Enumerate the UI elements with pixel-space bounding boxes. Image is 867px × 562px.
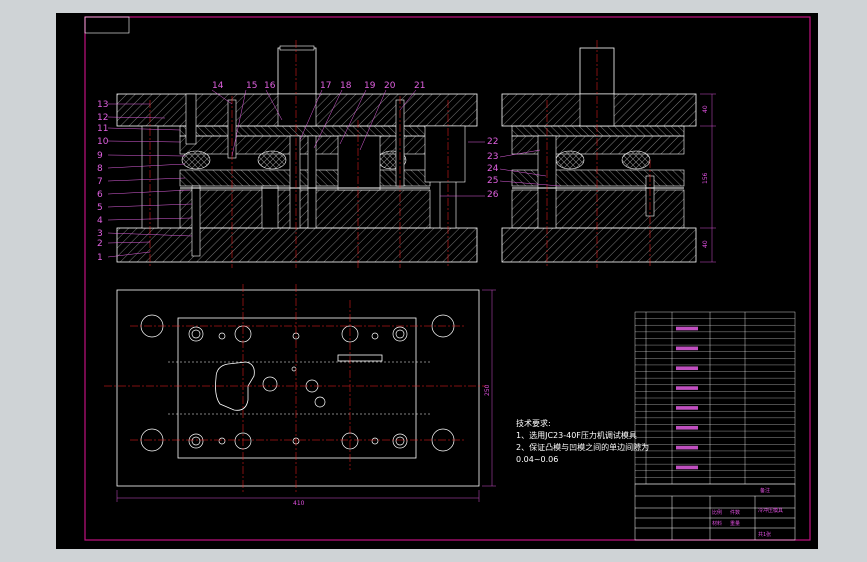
bom-cell-mark <box>676 346 698 351</box>
part-label: 3 <box>97 229 103 239</box>
front-section-view <box>116 40 478 268</box>
part-label: 12 <box>97 113 108 123</box>
side-section-view: 40 156 40 <box>501 40 716 268</box>
svg-text:技术要求:: 技术要求: <box>516 418 551 428</box>
svg-text:24: 24 <box>487 164 499 174</box>
svg-text:21: 21 <box>414 81 425 91</box>
frame-corner-box <box>84 16 130 34</box>
title-weight-label: 重量 <box>730 520 740 527</box>
svg-text:2、保证凸模与凹模之间的单边间隙为: 2、保证凸模与凹模之间的单边间隙为 <box>516 442 649 452</box>
dim-overall-height: 156 <box>702 172 709 184</box>
part-label: 7 <box>97 177 103 187</box>
svg-text:17: 17 <box>320 81 331 91</box>
dim-plan-width: 410 <box>293 500 305 507</box>
bom-cell-mark <box>676 406 698 410</box>
title-remark: 备注 <box>760 487 770 494</box>
part-label: 2 <box>97 239 103 249</box>
bom-cell-mark <box>676 425 698 430</box>
plan-view: 410 250 <box>104 284 496 507</box>
title-block <box>634 483 796 541</box>
bom-cell-mark <box>676 326 698 331</box>
svg-text:22: 22 <box>487 137 498 147</box>
bom-cell-mark <box>676 366 698 371</box>
part-label: 8 <box>97 164 103 174</box>
drawing-frame <box>84 16 811 541</box>
title-sheet: 共1张 <box>758 531 771 538</box>
dim-bottom-thickness: 40 <box>702 240 709 248</box>
bom-cell-mark <box>676 445 698 450</box>
part-label: 4 <box>97 216 103 226</box>
title-quantity-label: 件数 <box>730 509 740 516</box>
svg-text:15: 15 <box>246 81 257 91</box>
part-label: 10 <box>97 137 109 147</box>
part-label: 13 <box>97 100 108 110</box>
parts-list-rows <box>635 318 795 478</box>
dim-top-thickness: 40 <box>702 105 709 113</box>
svg-text:26: 26 <box>487 190 499 200</box>
svg-text:18: 18 <box>340 81 352 91</box>
part-labels-top: 14 15 16 17 18 19 20 21 <box>211 81 425 157</box>
part-label: 11 <box>97 124 108 134</box>
part-label: 5 <box>97 203 103 213</box>
svg-text:19: 19 <box>364 81 376 91</box>
part-labels-right: 22 23 24 25 26 <box>440 137 561 200</box>
title-drawing-name: 冷冲压模具 <box>758 507 783 514</box>
svg-text:23: 23 <box>487 152 498 162</box>
title-scale-label: 比例 <box>712 509 722 516</box>
bom-cell-mark <box>676 465 698 470</box>
svg-text:1、选用JC23-40F压力机调试模具: 1、选用JC23-40F压力机调试模具 <box>516 430 637 440</box>
part-label: 6 <box>97 190 103 200</box>
svg-text:0.04~0.06: 0.04~0.06 <box>516 455 558 464</box>
bom-cell-mark <box>676 386 698 390</box>
svg-text:25: 25 <box>487 176 498 186</box>
title-material-label: 材料 <box>712 520 722 527</box>
svg-text:14: 14 <box>212 81 224 91</box>
svg-text:20: 20 <box>384 81 396 91</box>
part-labels-left: 13 12 11 10 9 8 7 6 5 4 3 2 1 <box>97 100 193 263</box>
dim-plan-height: 250 <box>484 384 491 396</box>
part-label: 1 <box>97 253 103 263</box>
svg-text:16: 16 <box>264 81 276 91</box>
technical-requirements: 技术要求: 1、选用JC23-40F压力机调试模具 2、保证凸模与凹模之间的单边… <box>516 418 649 464</box>
part-label: 9 <box>97 151 103 161</box>
